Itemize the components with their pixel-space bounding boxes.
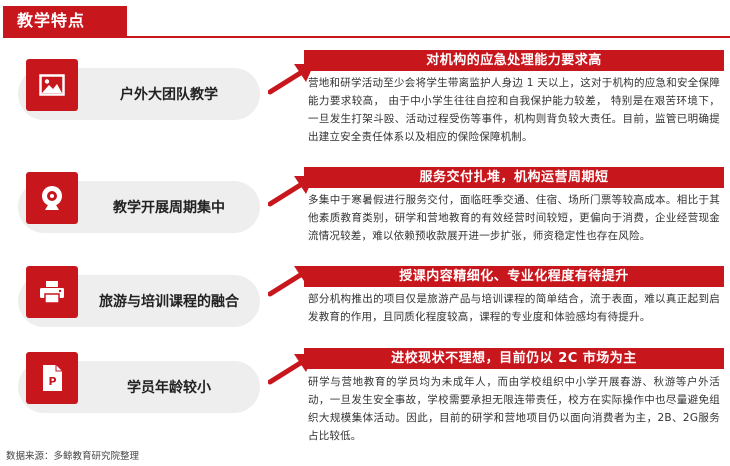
feature-pill-4: P 学员年龄较小 [18, 352, 260, 413]
card-heading-4: 进校现状不理想，目前仍以 2C 市场为主 [304, 348, 724, 369]
card-body-2: 多集中于寒暑假进行服务交付，面临旺季交通、住宿、场所门票等较高成本。相比于其他素… [308, 194, 720, 242]
feature-pill-3: 旅游与培训课程的融合 [18, 266, 260, 327]
card-body-4: 研学与营地教育的学员均为未成年人，而由学校组织中小学开展春游、秋游等户外活动，一… [308, 376, 720, 442]
svg-text:P: P [48, 375, 56, 388]
image-icon [26, 59, 78, 111]
feature-pill-2: 教学开展周期集中 [18, 172, 260, 233]
data-source-note: 数据来源：多鲸教育研究院整理 [6, 451, 140, 462]
card-body-3: 部分机构推出的项目仅是旅游产品与培训课程的简单结合，流于表面，难以真正起到启发教… [308, 293, 720, 323]
feature-label-3: 旅游与培训课程的融合 [99, 294, 239, 310]
webcam-icon [26, 172, 78, 224]
feature-pill-1: 户外大团队教学 [18, 59, 260, 120]
card-heading-2: 服务交付扎堆，机构运营周期短 [304, 167, 724, 188]
feature-label-2: 教学开展周期集中 [113, 200, 225, 216]
feature-label-1: 户外大团队教学 [120, 87, 218, 103]
card-heading-1: 对机构的应急处理能力要求高 [304, 50, 724, 71]
printer-icon [26, 266, 78, 318]
section-title: 教学特点 [3, 6, 127, 36]
card-heading-3: 授课内容精细化、专业化程度有待提升 [304, 266, 724, 287]
feature-label-4: 学员年龄较小 [127, 380, 211, 396]
card-body-1: 营地和研学活动至少会将学生带离监护人身边 1 天以上，这对于机构的应急和安全保障… [308, 77, 720, 143]
title-divider [3, 36, 730, 38]
ppt-file-icon: P [26, 352, 78, 404]
